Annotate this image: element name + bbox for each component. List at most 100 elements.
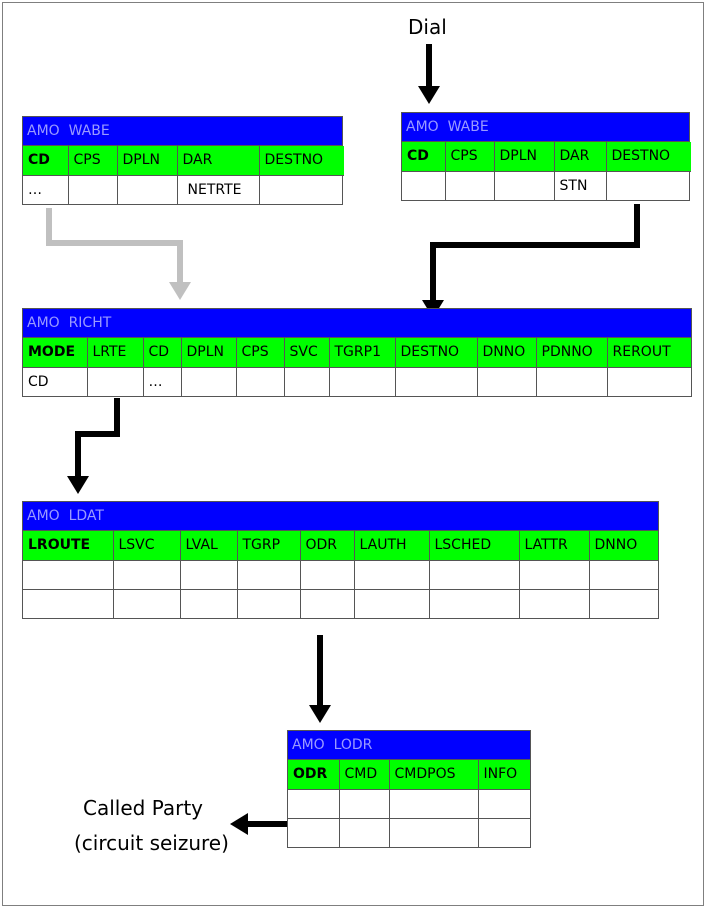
table-cell [518, 588, 590, 618]
column-header: DAR [176, 146, 260, 176]
diagram-frame [2, 2, 704, 906]
table-cell: NETRTE [176, 174, 260, 204]
table-title: AMO WABE [402, 113, 689, 142]
table-cell [288, 788, 340, 819]
table-cell [394, 366, 478, 396]
table-title: AMO RICHT [23, 309, 691, 338]
table-title: AMO WABE [23, 117, 342, 146]
table-row [288, 788, 530, 819]
arrow-wabe-left-to-richt [46, 208, 183, 284]
column-header: CMDPOS [388, 760, 479, 790]
table-cell [402, 170, 446, 200]
circuit-seizure-label: (circuit seizure) [74, 831, 229, 855]
table-cell [112, 559, 181, 590]
table-cell [116, 174, 178, 204]
table-cell [179, 559, 238, 590]
table-cell [23, 588, 114, 618]
column-header: CPS [235, 338, 285, 368]
table-cell [235, 366, 285, 396]
table-cell [258, 174, 344, 204]
arrowhead-called-party [230, 813, 248, 835]
table-row [23, 559, 658, 590]
table-cell [236, 588, 301, 618]
table-row [23, 588, 658, 618]
table-cell [353, 588, 430, 618]
table-amo-wabe-left: AMO WABE CD CPS DPLN DAR DESTNO … NETRTE [22, 116, 344, 205]
table-cell [179, 588, 238, 618]
called-party-label: Called Party [83, 796, 204, 820]
table-row: CD … [23, 366, 691, 396]
table-cell [476, 366, 537, 396]
table-cell [477, 817, 530, 847]
column-header: ODR [299, 531, 355, 561]
column-header: LVAL [179, 531, 238, 561]
table-cell [288, 817, 340, 847]
arrow-richt-to-ldat [75, 398, 120, 478]
table-cell [606, 366, 691, 396]
table-cell [112, 588, 181, 618]
column-header: PDNNO [535, 338, 608, 368]
table-cell [588, 588, 658, 618]
column-header: DNNO [476, 338, 537, 368]
table-cell [388, 817, 479, 847]
table-amo-wabe-right: AMO WABE CD CPS DPLN DAR DESTNO STN [401, 112, 691, 201]
table-cell: … [23, 174, 69, 204]
column-header: CD [142, 338, 182, 368]
column-header: DESTNO [605, 142, 691, 172]
column-header: TGRP1 [328, 338, 396, 368]
table-amo-richt: AMO RICHT MODE LRTE CD DPLN CPS SVC TGRP… [22, 308, 692, 397]
table-cell [236, 559, 301, 590]
table-amo-lodr: AMO LODR ODR CMD CMDPOS INFO [287, 730, 531, 848]
column-header: CMD [338, 760, 390, 790]
table-row: … NETRTE [23, 174, 344, 204]
column-header: DPLN [180, 338, 237, 368]
column-header: DESTNO [394, 338, 478, 368]
column-header: CPS [67, 146, 118, 176]
table-row: STN [402, 170, 691, 200]
column-header: DPLN [116, 146, 178, 176]
table-cell [353, 559, 430, 590]
table-title: AMO LODR [288, 731, 530, 760]
column-header: REROUT [606, 338, 691, 368]
table-amo-ldat: AMO LDAT LROUTE LSVC LVAL TGRP ODR LAUTH… [22, 501, 659, 619]
dial-label: Dial [408, 15, 447, 39]
table-cell [299, 559, 355, 590]
column-header: LSVC [112, 531, 181, 561]
table-cell [67, 174, 118, 204]
column-header: MODE [23, 338, 88, 368]
table-cell [477, 788, 530, 819]
table-cell [299, 588, 355, 618]
column-header: SVC [283, 338, 330, 368]
arrowhead-lodr [309, 705, 331, 723]
table-cell [518, 559, 590, 590]
table-cell [338, 817, 390, 847]
table-cell [428, 588, 520, 618]
column-header: INFO [477, 760, 530, 790]
table-title: AMO LDAT [23, 502, 658, 531]
table-cell [283, 366, 330, 396]
table-cell: CD [23, 366, 88, 396]
arrowhead-ldat [67, 476, 89, 494]
column-header: DPLN [493, 142, 555, 172]
table-cell [338, 788, 390, 819]
column-header: CD [23, 146, 69, 176]
table-cell [180, 366, 237, 396]
table-cell [428, 559, 520, 590]
column-header: LSCHED [428, 531, 520, 561]
column-header: TGRP [236, 531, 301, 561]
table-cell [493, 170, 555, 200]
table-cell [588, 559, 658, 590]
column-header: LRTE [86, 338, 144, 368]
column-header: CD [402, 142, 446, 172]
column-header: CPS [444, 142, 495, 172]
table-cell [23, 559, 114, 590]
column-header: DESTNO [258, 146, 344, 176]
arrowhead-dial [418, 86, 440, 104]
column-header: LROUTE [23, 531, 114, 561]
column-header: ODR [288, 760, 340, 790]
column-header: DAR [553, 142, 607, 172]
table-cell [328, 366, 396, 396]
table-cell: … [142, 366, 182, 396]
table-cell [86, 366, 144, 396]
